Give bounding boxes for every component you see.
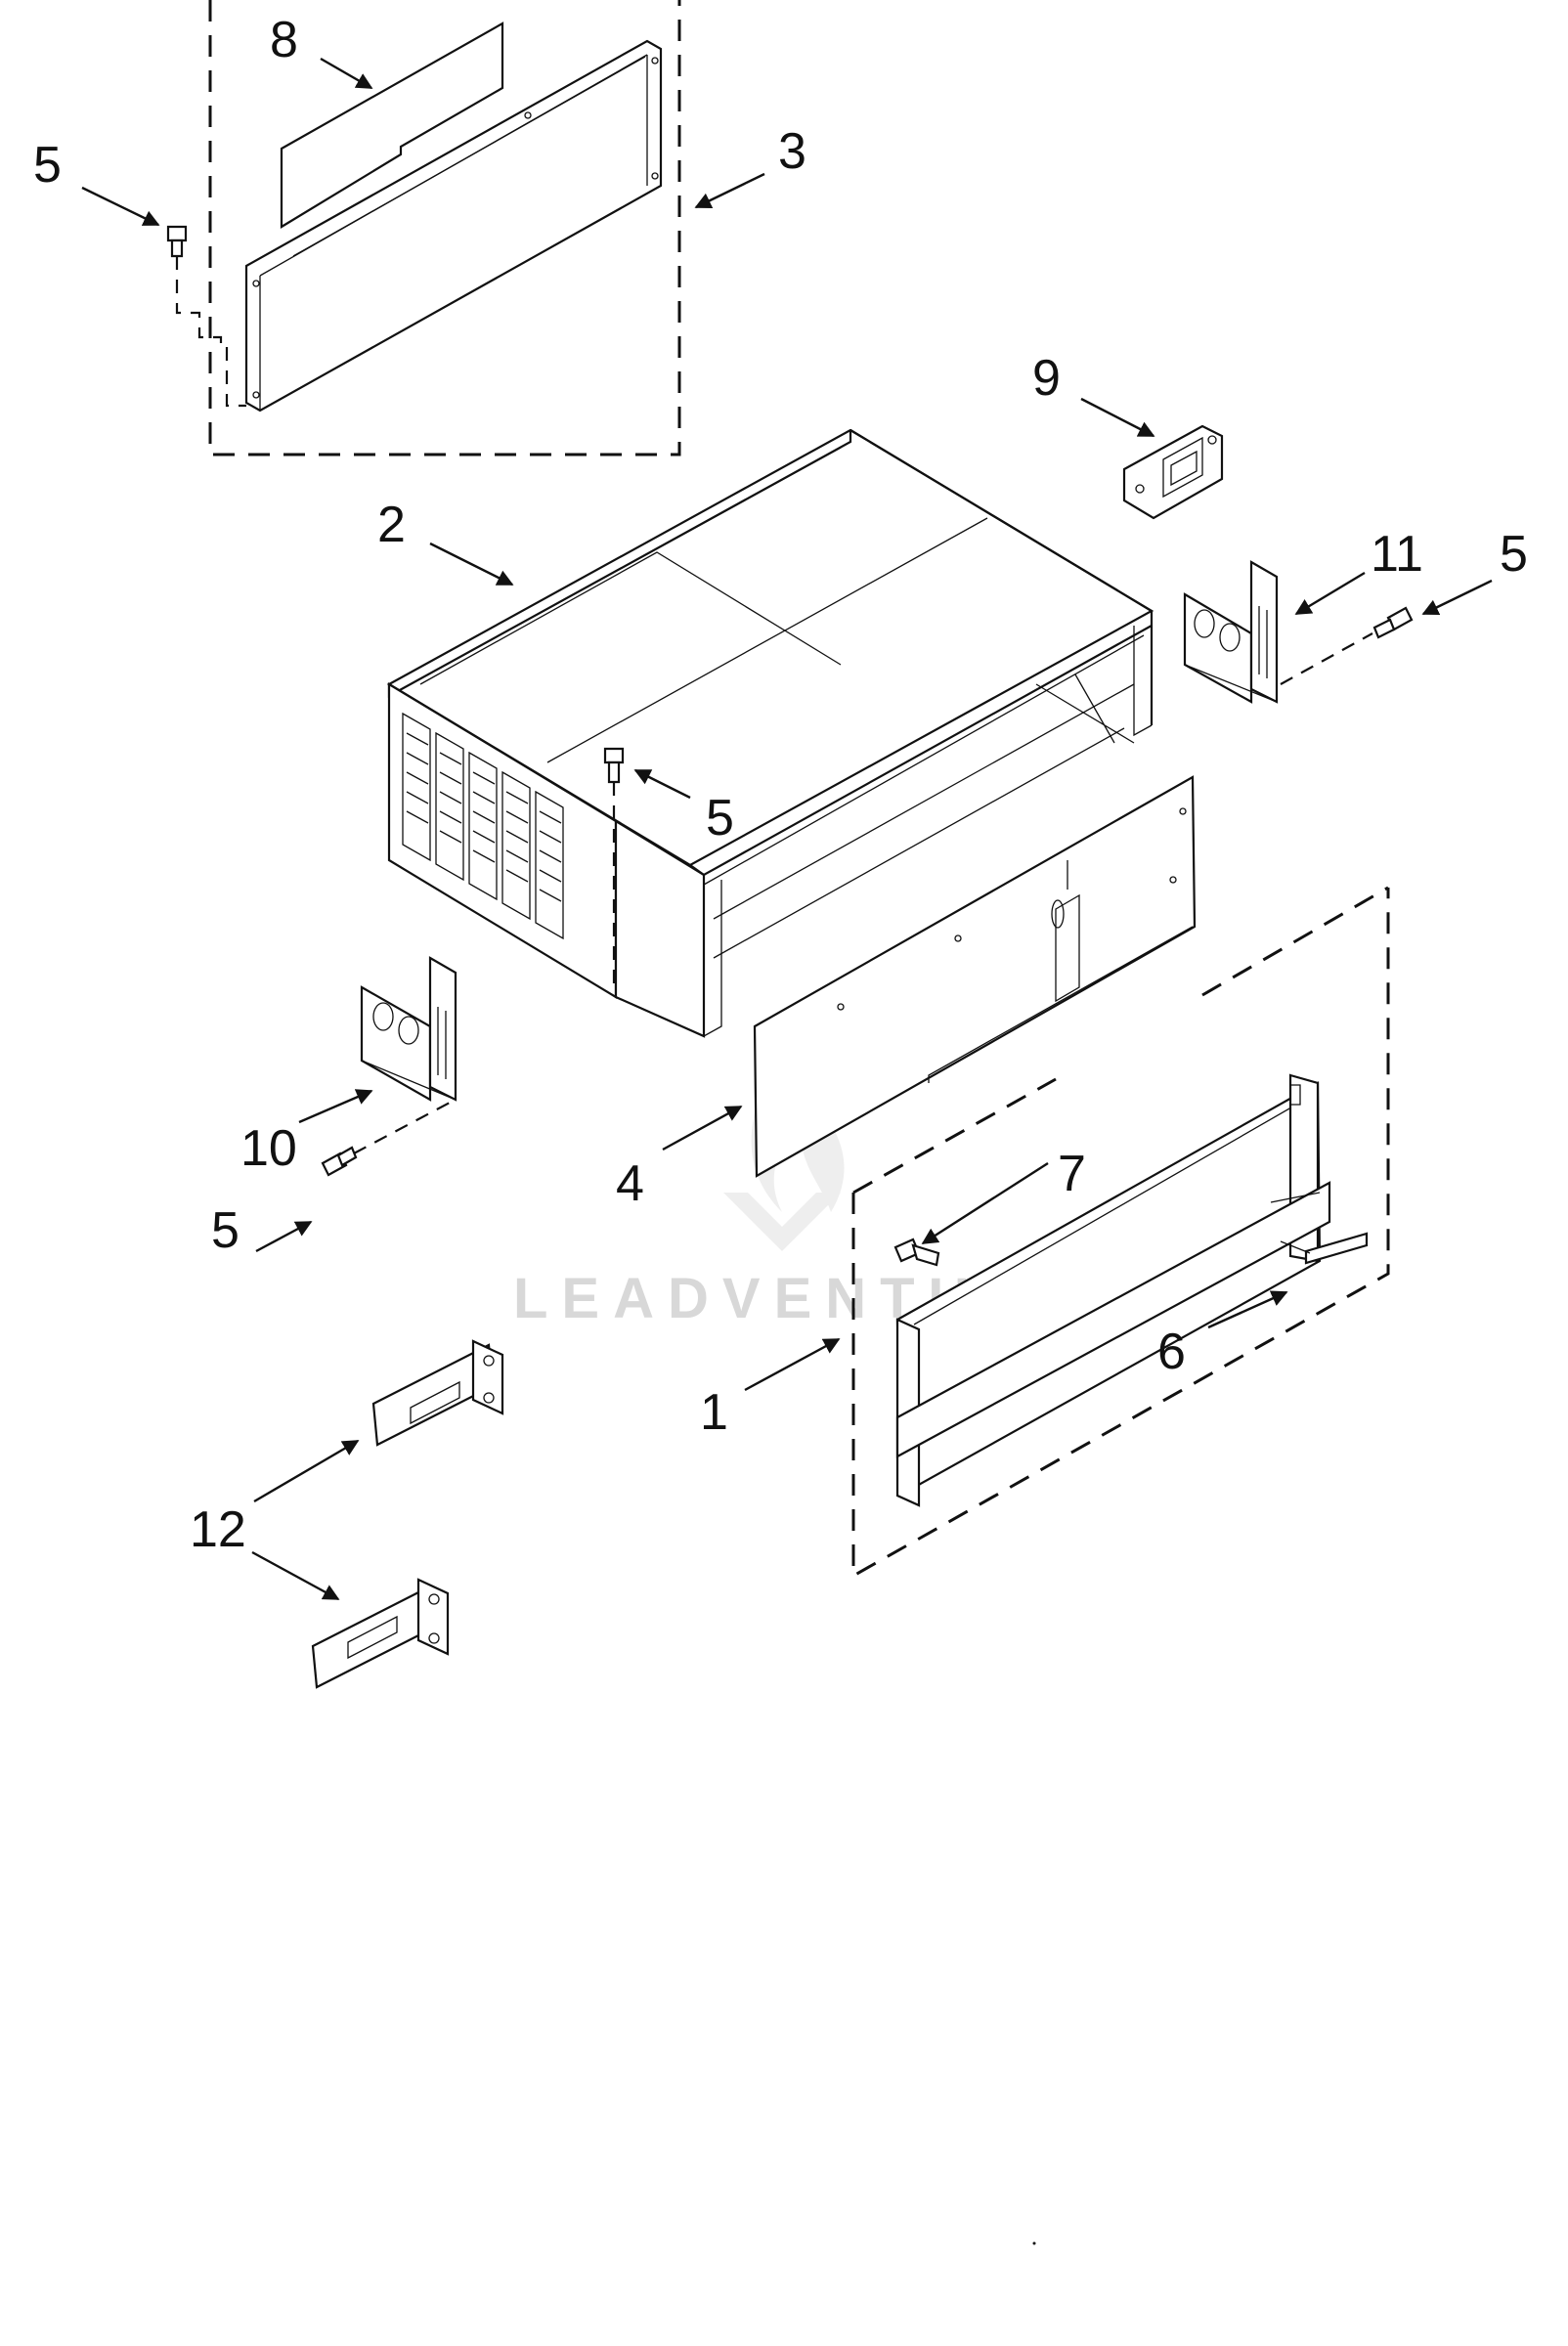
part-9-bracket [1122, 424, 1224, 520]
callout-6: 6 [1157, 1324, 1186, 1380]
part-12-bracket-upper [371, 1339, 504, 1447]
callout-labels: 8 3 5 2 9 11 5 5 10 5 4 7 6 1 12 [33, 12, 1528, 1558]
part-6-label [1280, 1232, 1369, 1265]
callout-8: 8 [270, 12, 298, 68]
part-8-sheet [280, 22, 504, 229]
part-7-screw [893, 1238, 940, 1267]
callout-4: 4 [616, 1155, 644, 1212]
callout-7: 7 [1058, 1146, 1086, 1202]
callout-1: 1 [700, 1384, 728, 1441]
part-4-panel [753, 775, 1197, 1178]
callout-12: 12 [190, 1501, 246, 1558]
stray-dot [1032, 2241, 1036, 2245]
screw-5-right [1372, 606, 1414, 639]
cabinet-louvers [402, 712, 564, 940]
part-12-bracket-lower [311, 1578, 450, 1689]
screw-5-top-left [166, 225, 188, 258]
part-1-front-grille [895, 1073, 1331, 1507]
screw-5-bottom-left [321, 1146, 358, 1177]
callout-3: 3 [778, 123, 806, 180]
callout-5-center: 5 [706, 790, 734, 847]
part-11-bracket [1183, 560, 1279, 704]
part-2-cabinet [386, 428, 1154, 1038]
part-1-group-box [851, 886, 1390, 1579]
callout-2: 2 [377, 497, 406, 553]
part-10-bracket [360, 956, 457, 1102]
callout-11: 11 [1371, 526, 1423, 583]
part-3-panel [244, 39, 663, 413]
callout-5-bottom-left: 5 [211, 1202, 240, 1259]
part-3-group-box [166, 0, 681, 456]
callout-5-right: 5 [1500, 526, 1528, 583]
callout-9: 9 [1032, 350, 1061, 407]
callout-5-top-left: 5 [33, 137, 62, 194]
leader-arrows [81, 57, 1493, 1601]
callout-10: 10 [240, 1120, 297, 1177]
screw-5-center [603, 747, 625, 784]
